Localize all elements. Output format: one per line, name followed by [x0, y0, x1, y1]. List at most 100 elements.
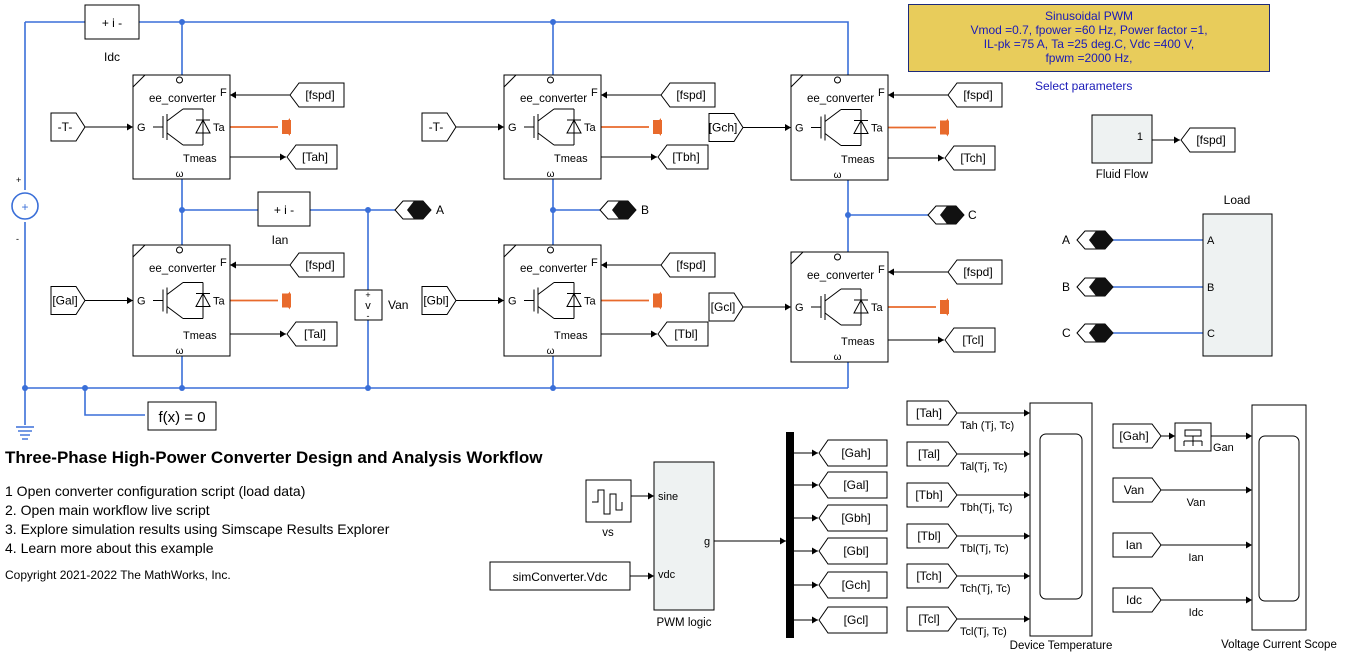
fspd-from-tag-1[interactable] [289, 252, 345, 278]
select-parameters-link[interactable]: Select parameters [1035, 79, 1133, 93]
gate-from-tag-3[interactable] [421, 286, 457, 315]
converter-port-ta-1: Ta [213, 296, 226, 308]
converter-corner-2 [503, 74, 517, 88]
temp-signal-label-1: Tal(Tj, Tc) [960, 461, 1007, 473]
step-link-1[interactable]: 1 Open converter configuration script (l… [5, 483, 306, 499]
idc-current-sensor[interactable] [84, 4, 140, 40]
parameter-annotation[interactable]: Sinusoidal PWM Vmod =0.7, fpower =60 Hz,… [908, 4, 1270, 72]
temp-from-tag-4[interactable] [906, 563, 958, 589]
fspd-arrow-0 [230, 91, 236, 99]
converter-block-5[interactable] [790, 251, 889, 363]
gate-from-tag-5[interactable] [708, 292, 744, 322]
gate-from-tag-2[interactable] [421, 112, 457, 142]
gate-goto-tag-4[interactable] [818, 571, 888, 599]
gate-goto-tag-0[interactable] [818, 439, 888, 467]
gate-from-tag-5-label: [Gcl] [711, 300, 736, 314]
temp-signal-label-3: Tbl(Tj, Tc) [960, 543, 1009, 555]
gate-from-tag-0-label: -T- [58, 120, 73, 134]
temp-goto-tag-1[interactable] [286, 321, 338, 347]
fluid-flow-label: Fluid Flow [1096, 169, 1149, 181]
demux-block[interactable] [786, 432, 794, 638]
converter-block-2[interactable] [503, 74, 602, 180]
param-line-1: Sinusoidal PWM [1044, 9, 1134, 23]
load-input-label-0: A [1062, 233, 1070, 247]
fspd-from-tag-2[interactable] [660, 82, 716, 108]
thermal-reference-tip-2 [653, 118, 661, 136]
temp-signal-label-5: Tcl(Tj, Tc) [960, 626, 1007, 638]
vdc-constant-block[interactable] [489, 561, 631, 591]
gate-goto-tag-1[interactable] [818, 471, 888, 499]
converter-corner-4 [790, 74, 804, 88]
converter-top-port-1 [176, 246, 183, 254]
temp-goto-tag-0[interactable] [286, 144, 338, 170]
thermal-reference-tip-1 [282, 291, 290, 310]
gate-from-tag-4[interactable] [708, 113, 744, 142]
temp-goto-tag-3[interactable] [657, 321, 709, 347]
vi-from-tag-0[interactable] [1112, 423, 1162, 449]
gate-goto-arrow-1 [812, 481, 818, 489]
voltage-current-label: Voltage Current Scope [1221, 639, 1337, 651]
temp-from-tag-3[interactable] [906, 523, 958, 549]
vi-from-tag-2[interactable] [1112, 532, 1162, 558]
fspd-from-tag-3[interactable] [660, 252, 716, 278]
converter-block-3[interactable] [503, 244, 602, 357]
converter-label-5: ee_converter [807, 270, 874, 282]
converter-port-ta-2: Ta [584, 122, 597, 134]
load-input-label-2: C [1062, 326, 1071, 340]
temp-from-tag-1[interactable] [906, 441, 958, 467]
gate-goto-arrow-2 [812, 514, 818, 522]
converter-port-f-2: F [591, 87, 598, 99]
converter-port-ta-3: Ta [584, 296, 597, 308]
ian-current-sensor[interactable] [257, 191, 311, 227]
gate-from-tag-0[interactable] [50, 112, 86, 142]
temp-scope-arrow-5 [1024, 615, 1030, 623]
load-block[interactable] [1202, 213, 1273, 357]
workflow-steps: 1 Open converter configuration script (l… [5, 482, 389, 558]
temp-goto-tag-2-label: [Tbh] [672, 150, 699, 164]
fspd-from-tag-0[interactable] [289, 82, 345, 108]
temp-from-tag-0[interactable] [906, 400, 958, 426]
vi-from-tag-1[interactable] [1112, 477, 1162, 503]
junction-solver [82, 385, 88, 391]
vi-scope-arrow-3 [1246, 596, 1252, 604]
sine-source-block[interactable] [585, 479, 632, 523]
pwm-logic-block[interactable] [653, 461, 715, 611]
dc-voltage-source[interactable] [11, 192, 39, 220]
solver-configuration[interactable] [147, 401, 217, 431]
fspd-from-tag-5[interactable] [947, 259, 1003, 285]
fluid-goto-tag[interactable] [1180, 127, 1236, 153]
gate-goto-tag-5[interactable] [818, 606, 888, 634]
van-voltage-sensor[interactable] [354, 289, 383, 321]
solver-label: f(x) = 0 [158, 409, 205, 426]
fspd-from-tag-4[interactable] [947, 82, 1003, 108]
step-link-2[interactable]: 2. Open main workflow live script [5, 502, 210, 518]
converter-port-tmeas-2: Tmeas [554, 153, 588, 165]
gate-goto-tag-3[interactable] [818, 537, 888, 565]
temp-from-tag-5[interactable] [906, 606, 958, 632]
converter-corner-1 [132, 244, 146, 258]
temp-from-tag-2[interactable] [906, 482, 958, 508]
vi-from-tag-3[interactable] [1112, 587, 1162, 613]
temp-goto-tag-4[interactable] [944, 145, 996, 171]
temp-goto-tag-3-label: [Tbl] [674, 327, 697, 341]
converter-port-f-5: F [878, 264, 885, 276]
step-link-4[interactable]: 4. Learn more about this example [5, 540, 214, 556]
dc-source-pos-marker: + [16, 175, 21, 185]
fluid-flow-block[interactable] [1091, 114, 1153, 164]
thermal-reference-tip-3 [653, 291, 661, 310]
step-link-3[interactable]: 3. Explore simulation results using Sims… [5, 521, 390, 537]
pwm-logic-label: PWM logic [657, 617, 712, 629]
temp-goto-tag-2[interactable] [657, 144, 709, 170]
temp-goto-tag-5[interactable] [944, 327, 996, 353]
gate-goto-tag-2[interactable] [818, 504, 888, 532]
temp-scope-arrow-1 [1024, 450, 1030, 458]
converter-port-f-0: F [220, 87, 227, 99]
gate-from-tag-1[interactable] [50, 286, 86, 315]
sine-arrow [648, 492, 654, 500]
junction-gnd [22, 385, 28, 391]
converter-block-0[interactable] [132, 74, 231, 180]
converter-block-1[interactable] [132, 244, 231, 357]
converter-label-2: ee_converter [520, 93, 587, 105]
